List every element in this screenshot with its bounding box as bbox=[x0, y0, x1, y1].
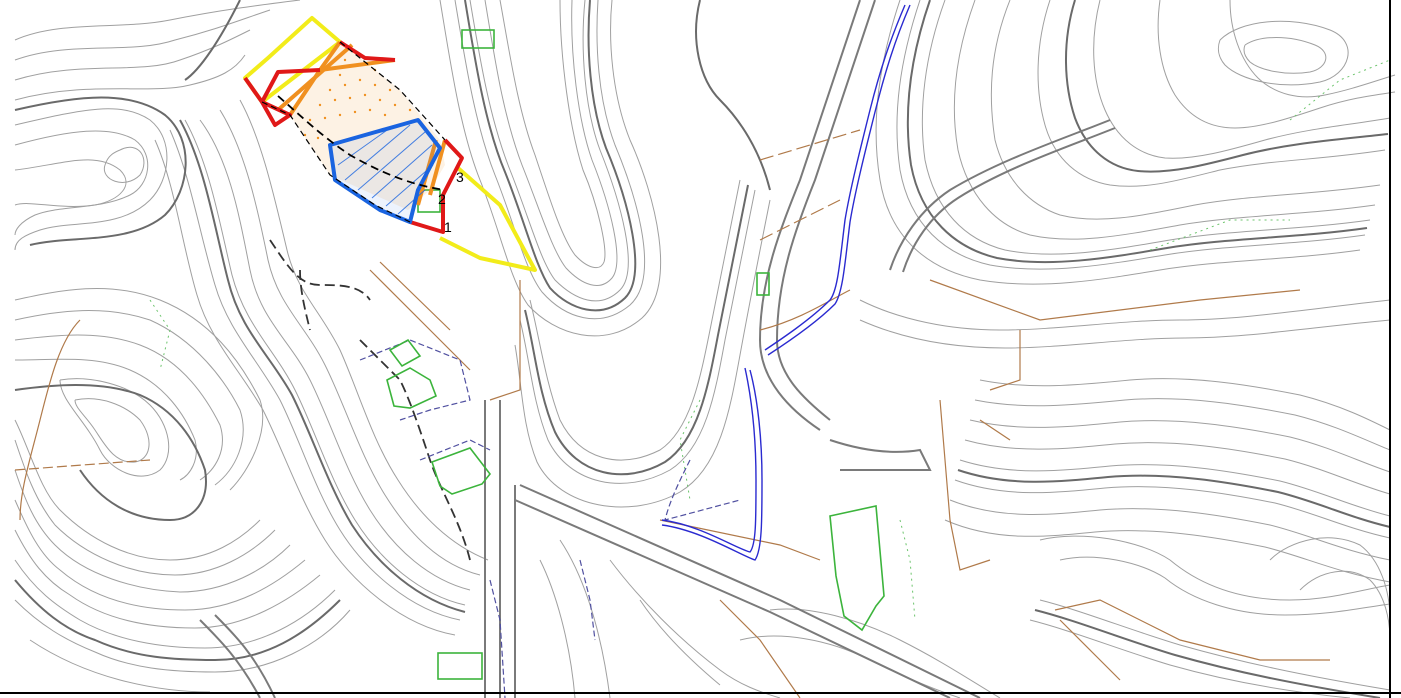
centerline bbox=[277, 95, 446, 191]
survey-boundary bbox=[261, 41, 446, 223]
section-markers: 1 2 3 bbox=[438, 169, 464, 235]
marker-2: 2 bbox=[438, 191, 446, 207]
marker-1: 1 bbox=[444, 219, 452, 235]
dashed-paths bbox=[269, 239, 471, 561]
zone-blue[interactable] bbox=[328, 118, 442, 224]
zone-red[interactable] bbox=[243, 40, 464, 234]
property-boundaries bbox=[14, 129, 1330, 698]
frame-right-border bbox=[1389, 0, 1391, 698]
marker-3: 3 bbox=[456, 169, 464, 185]
dotted-lines bbox=[149, 59, 1391, 621]
buildings bbox=[386, 29, 885, 680]
frame-bottom-border bbox=[0, 692, 1401, 694]
roads bbox=[199, 0, 1116, 698]
index-contours bbox=[14, 0, 1391, 698]
water-courses bbox=[661, 4, 911, 561]
blue-dashed-paths bbox=[359, 339, 741, 698]
contour-lines bbox=[14, 0, 1396, 698]
